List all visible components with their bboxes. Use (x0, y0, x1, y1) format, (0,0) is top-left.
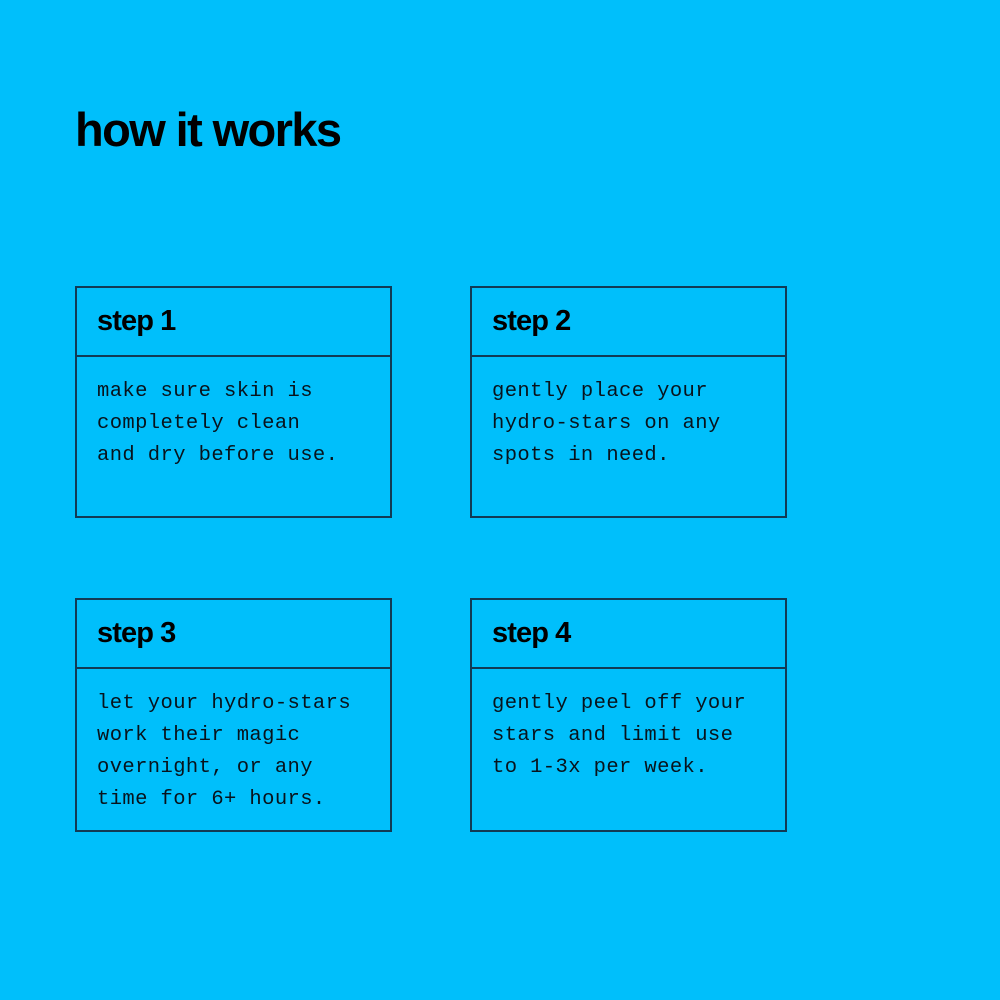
step-card-1-body: make sure skin is completely clean and d… (77, 357, 390, 516)
step-card-4-body: gently peel off your stars and limit use… (472, 669, 785, 830)
step-card-1-header: step 1 (77, 288, 390, 357)
step-card-3: step 3 let your hydro-stars work their m… (75, 598, 392, 832)
step-card-2-title: step 2 (492, 305, 571, 337)
step-card-4: step 4 gently peel off your stars and li… (470, 598, 787, 832)
step-card-3-header: step 3 (77, 600, 390, 669)
step-card-1-line-3: and dry before use. (97, 444, 339, 467)
step-card-2-line-2: hydro-stars on any (492, 412, 721, 435)
step-card-1-title: step 1 (97, 305, 176, 337)
step-card-3-line-4: time for 6+ hours. (97, 788, 326, 811)
step-card-3-body: let your hydro-stars work their magic ov… (77, 669, 390, 830)
step-card-4-header: step 4 (472, 600, 785, 669)
step-card-2-body: gently place your hydro-stars on any spo… (472, 357, 785, 516)
step-card-4-title: step 4 (492, 617, 571, 649)
step-card-4-line-3: to 1-3x per week. (492, 756, 708, 779)
step-card-3-line-1: let your hydro-stars (97, 692, 352, 715)
step-card-2-header: step 2 (472, 288, 785, 357)
step-card-2-line-3: spots in need. (492, 444, 670, 467)
step-card-3-line-2: work their magic (97, 724, 301, 747)
step-card-4-line-1: gently peel off your (492, 692, 747, 715)
step-card-1: step 1 make sure skin is completely clea… (75, 286, 392, 518)
step-card-2-line-1: gently place your (492, 380, 708, 403)
step-card-4-line-2: stars and limit use (492, 724, 734, 747)
page-title: how it works (75, 103, 342, 156)
step-card-1-line-2: completely clean (97, 412, 301, 435)
step-card-2: step 2 gently place your hydro-stars on … (470, 286, 787, 518)
step-card-1-line-1: make sure skin is (97, 380, 313, 403)
step-card-3-line-3: overnight, or any (97, 756, 313, 779)
step-card-3-title: step 3 (97, 617, 176, 649)
steps-grid: step 1 make sure skin is completely clea… (75, 286, 787, 832)
